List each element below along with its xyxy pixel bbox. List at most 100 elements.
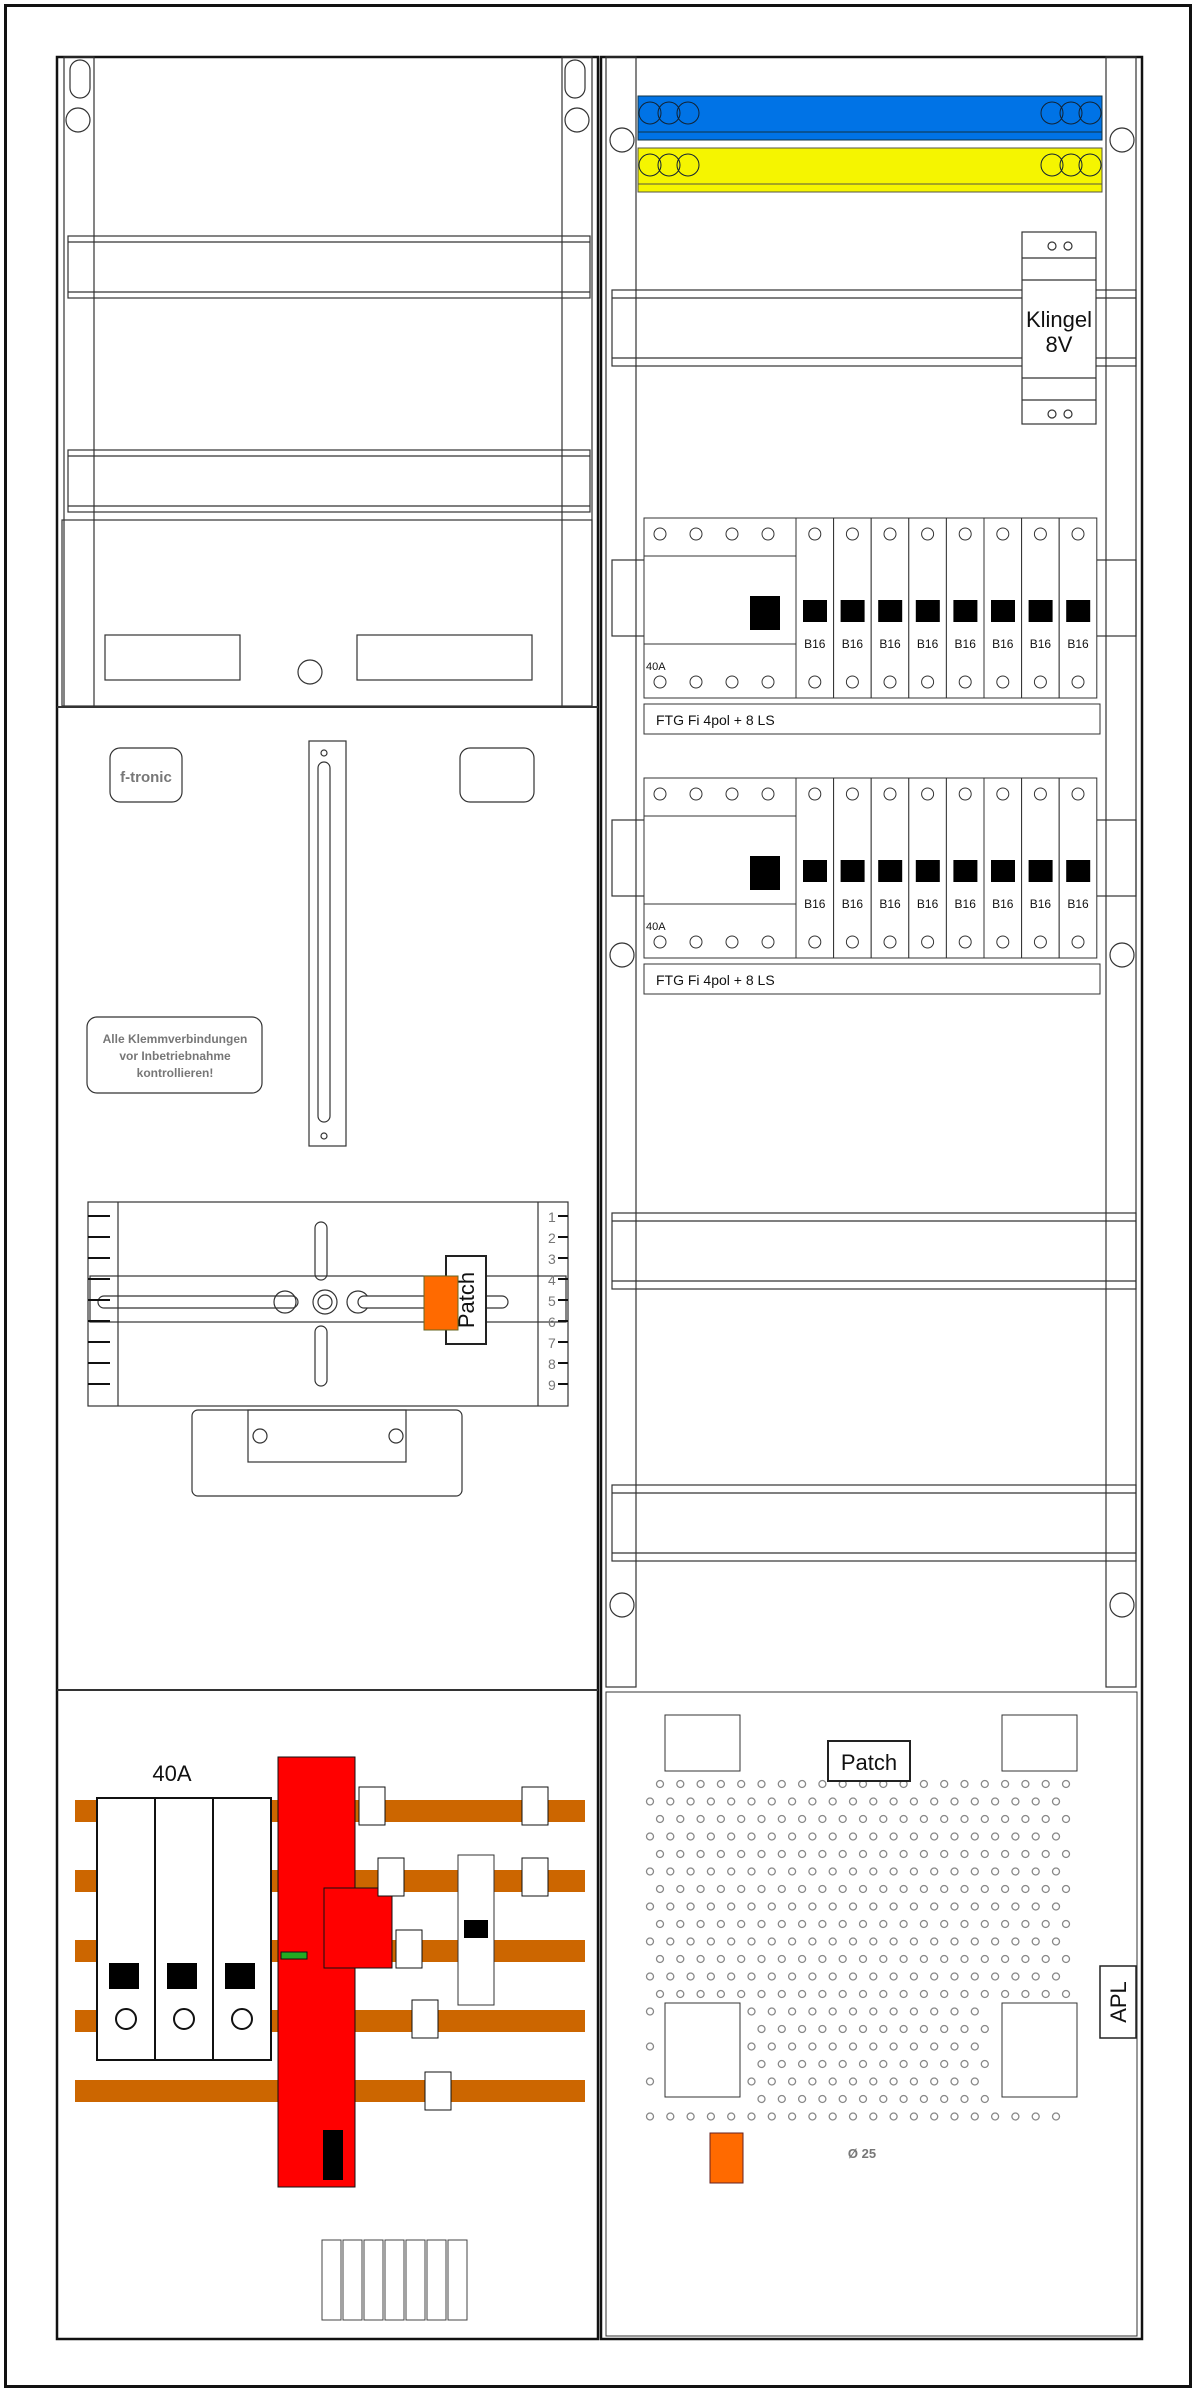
mcb-breaker: B16: [1058, 777, 1098, 959]
apl-patch-connector: [709, 2132, 744, 2184]
rcd-toggle[interactable]: [750, 856, 780, 890]
terminal-strip-slot: [426, 2239, 447, 2321]
mcb-toggle[interactable]: [953, 600, 978, 622]
mcb-rating: B16: [992, 897, 1014, 911]
right-side-rail-right: [1105, 56, 1137, 1688]
meter-slot-plate: [308, 740, 347, 1147]
mcb-toggle[interactable]: [803, 860, 827, 882]
cable-entry-label: Ø 25: [848, 2146, 876, 2161]
mcb-toggle[interactable]: [915, 860, 940, 882]
mcb-toggle[interactable]: [953, 860, 978, 882]
mcb-toggle[interactable]: [915, 600, 940, 622]
mcb-toggle[interactable]: [878, 600, 903, 622]
main-switch-toggle[interactable]: [109, 1963, 139, 1989]
main-switch-toggle[interactable]: [225, 1963, 255, 1989]
mcb-breaker: B16: [833, 777, 872, 959]
scale-number: 4: [548, 1272, 556, 1288]
busbar-clamp: [377, 1857, 405, 1897]
small-breaker-toggle[interactable]: [464, 1920, 488, 1938]
apl-patch-label: Patch: [827, 1740, 911, 1782]
mcb-toggle[interactable]: [840, 860, 865, 882]
scale-number: 7: [548, 1335, 556, 1351]
terminal-strip-slot: [384, 2239, 405, 2321]
din-rail: [611, 1212, 1137, 1290]
scale-number: 1: [548, 1209, 556, 1225]
mcb-rating: B16: [917, 897, 939, 911]
mcb-breaker: B16: [870, 777, 910, 959]
apl-text: APL: [1106, 1981, 1131, 2023]
mcb-breaker: B16: [795, 777, 835, 959]
busbar-clamp: [395, 1929, 423, 1969]
blank-plate: [459, 747, 535, 803]
mcb-breaker: B16: [983, 777, 1023, 959]
mcb-rating: B16: [842, 897, 864, 911]
busbar-clamp: [411, 1999, 439, 2039]
mcb-breaker: B16: [908, 777, 947, 959]
left-side-rail: [63, 56, 95, 708]
main-switch-rating: 40A: [152, 1761, 191, 1786]
mcb-rating: B16: [1067, 637, 1089, 651]
apl-patch-text: Patch: [841, 1750, 897, 1775]
group-label-strip: [643, 703, 1101, 735]
mcb-breaker: B16: [983, 517, 1023, 699]
terminal-strip-slot: [363, 2239, 384, 2321]
spd-status-indicator: [280, 1951, 308, 1960]
neutral-pe-busbars: [637, 95, 1103, 193]
scale-number: 2: [548, 1230, 556, 1246]
terminal-strip-slot: [321, 2239, 342, 2321]
right-side-rail: [605, 56, 637, 1688]
mcb-toggle[interactable]: [991, 600, 1015, 622]
mcb-toggle[interactable]: [1066, 860, 1091, 882]
main-switch: [96, 1797, 272, 2061]
mcb-rating: B16: [1067, 897, 1089, 911]
apl-knockout: [1001, 2002, 1078, 2098]
rcd-rating: 40A: [646, 661, 666, 673]
pe-busbar: [637, 147, 1103, 185]
mcb-rating: B16: [917, 637, 939, 651]
scale-number: 8: [548, 1356, 556, 1372]
mcb-toggle[interactable]: [1066, 600, 1091, 622]
cabinet-outer-frame: [4, 4, 1192, 2388]
scale-number: 5: [548, 1293, 556, 1309]
apl-label-box: APL: [1099, 1965, 1137, 2039]
terminal-strip-slot: [447, 2239, 468, 2321]
din-rail: [67, 449, 591, 513]
bell-label-line1: Klingel: [1026, 307, 1092, 332]
busbar-clamp: [521, 1857, 549, 1897]
mcb-rating: B16: [879, 637, 901, 651]
warning-line-3: kontrollieren!: [137, 1066, 214, 1080]
group-label: FTG Fi 4pol + 8 LS: [656, 972, 775, 988]
bell-transformer: [1021, 231, 1097, 425]
terminal-block: [356, 634, 533, 681]
left-side-rail-right: [561, 56, 593, 708]
busbar-clamp: [521, 1786, 549, 1826]
terminal-strip-slot: [405, 2239, 426, 2321]
mcb-toggle[interactable]: [1028, 860, 1053, 882]
mcb-breaker: B16: [908, 517, 947, 699]
brand-plate: [109, 747, 183, 803]
mcb-toggle[interactable]: [1028, 600, 1053, 622]
mcb-breaker: B16: [1058, 517, 1098, 699]
apl-field: [605, 1691, 1138, 2337]
mcb-rating: B16: [955, 897, 977, 911]
mcb-toggle[interactable]: [803, 600, 827, 622]
din-rail: [611, 1484, 1137, 1562]
mcb-rating: B16: [1030, 897, 1052, 911]
bell-label-line2: 8V: [1046, 332, 1073, 357]
surge-protector: [277, 1756, 393, 2188]
mcb-breaker: B16: [1021, 517, 1060, 699]
mcb-rating: B16: [804, 897, 826, 911]
mcb-breaker: B16: [833, 517, 872, 699]
din-rail: [67, 235, 591, 299]
scale-number: 3: [548, 1251, 556, 1267]
apl-knockout: [1001, 1714, 1078, 1772]
mcb-rating: B16: [955, 637, 977, 651]
rcd-toggle[interactable]: [750, 596, 780, 630]
mcb-toggle[interactable]: [878, 860, 903, 882]
main-switch-toggle[interactable]: [167, 1963, 197, 1989]
mcb-rating: B16: [879, 897, 901, 911]
mcb-toggle[interactable]: [991, 860, 1015, 882]
mcb-toggle[interactable]: [840, 600, 865, 622]
